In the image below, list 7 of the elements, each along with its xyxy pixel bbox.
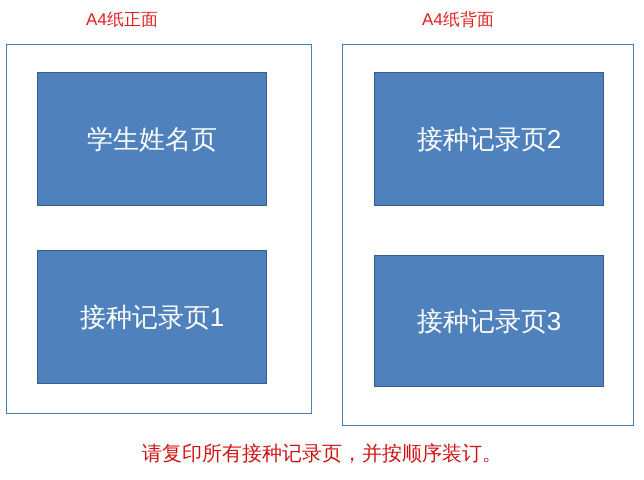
page-box: 接种记录页2 — [374, 72, 604, 206]
page-box: 接种记录页1 — [37, 250, 267, 384]
page-box: 学生姓名页 — [37, 72, 267, 206]
page-box: 接种记录页3 — [374, 255, 604, 387]
page-heading: A4纸背面 — [422, 9, 494, 31]
caption: 请复印所有接种记录页，并按顺序装订。 — [141, 442, 503, 467]
page-heading: A4纸正面 — [86, 9, 158, 31]
